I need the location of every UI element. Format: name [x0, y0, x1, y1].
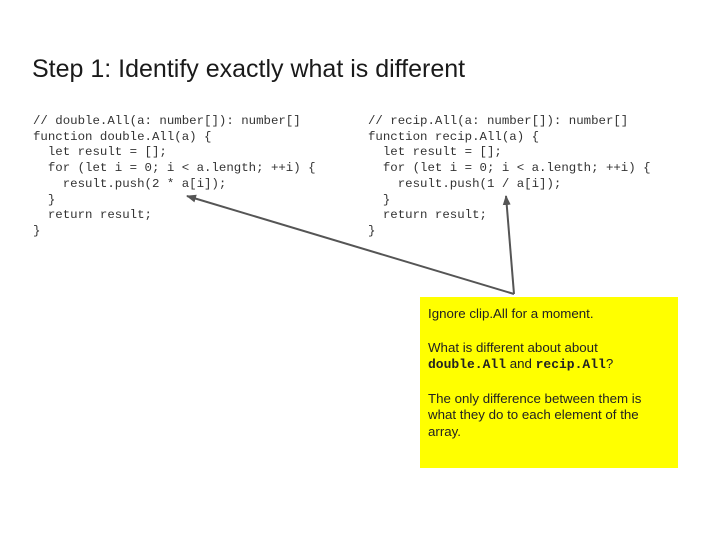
note-text: What is different about about [428, 339, 598, 355]
code-line: } [33, 192, 56, 207]
note-code-double-all: double.All [428, 357, 507, 372]
code-line: // double.All(a: number[]): number[] [33, 114, 301, 128]
code-line: } [368, 223, 376, 238]
note-text: ? [605, 356, 614, 371]
code-line: return result; [368, 208, 487, 223]
code-line: return result; [33, 208, 152, 223]
code-line: result.push(2 * a[i]); [33, 176, 227, 191]
slide-title: Step 1: Identify exactly what is differe… [32, 55, 466, 83]
code-line: let result = []; [368, 145, 502, 160]
callout-note: Ignore clip.All for a moment. What is di… [420, 297, 678, 468]
code-line: function recip.All(a) { [368, 129, 540, 144]
code-line: // recip.All(a: number[]): number[] [368, 114, 629, 128]
note-code-recip-all: recip.All [535, 357, 606, 372]
code-block-recip-all: // recip.All(a: number[]): number[] func… [368, 114, 651, 240]
note-paragraph-3: The only difference between them is what… [428, 390, 642, 439]
code-block-double-all: // double.All(a: number[]): number[] fun… [33, 114, 316, 240]
code-line: } [368, 192, 391, 207]
note-paragraph-1: Ignore clip.All for a moment. [428, 306, 594, 321]
note-text: and [506, 356, 536, 371]
code-line: result.push(1 / a[i]); [368, 176, 562, 191]
arrow-to-double-all [186, 194, 515, 295]
code-line: } [33, 223, 41, 238]
note-paragraph-2: What is different about about double.All… [428, 340, 671, 374]
code-line: for (let i = 0; i < a.length; ++i) { [33, 161, 316, 176]
code-line: let result = []; [33, 145, 167, 160]
code-line: for (let i = 0; i < a.length; ++i) { [368, 161, 651, 176]
arrow-to-recip-all [502, 195, 515, 295]
code-line: function double.All(a) { [33, 129, 212, 144]
